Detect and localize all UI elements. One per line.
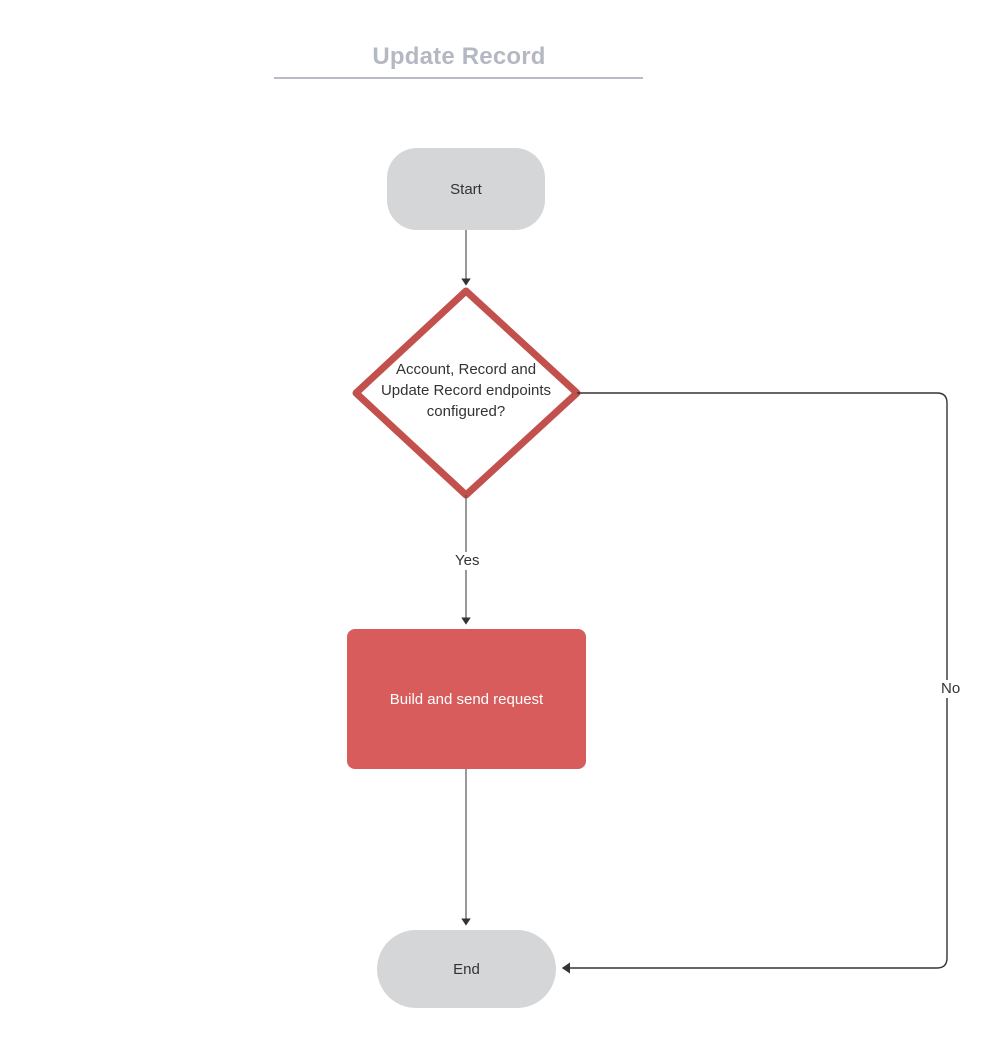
node-start[interactable]: Start xyxy=(387,148,545,230)
node-start-label: Start xyxy=(450,180,482,198)
node-end[interactable]: End xyxy=(377,930,556,1008)
page-title: Update Record xyxy=(274,42,644,72)
node-decision-label: Account, Record and Update Record endpoi… xyxy=(380,361,552,420)
title-divider xyxy=(274,77,643,79)
edge-label-yes: Yes xyxy=(451,552,484,570)
node-build-and-send-request[interactable]: Build and send request xyxy=(347,629,586,769)
page-title-text: Update Record xyxy=(372,43,546,70)
node-end-label: End xyxy=(453,960,480,978)
node-process-label: Build and send request xyxy=(389,690,544,708)
connector-decision-to-end-no xyxy=(561,392,948,974)
edge-label-no: No xyxy=(937,680,965,698)
